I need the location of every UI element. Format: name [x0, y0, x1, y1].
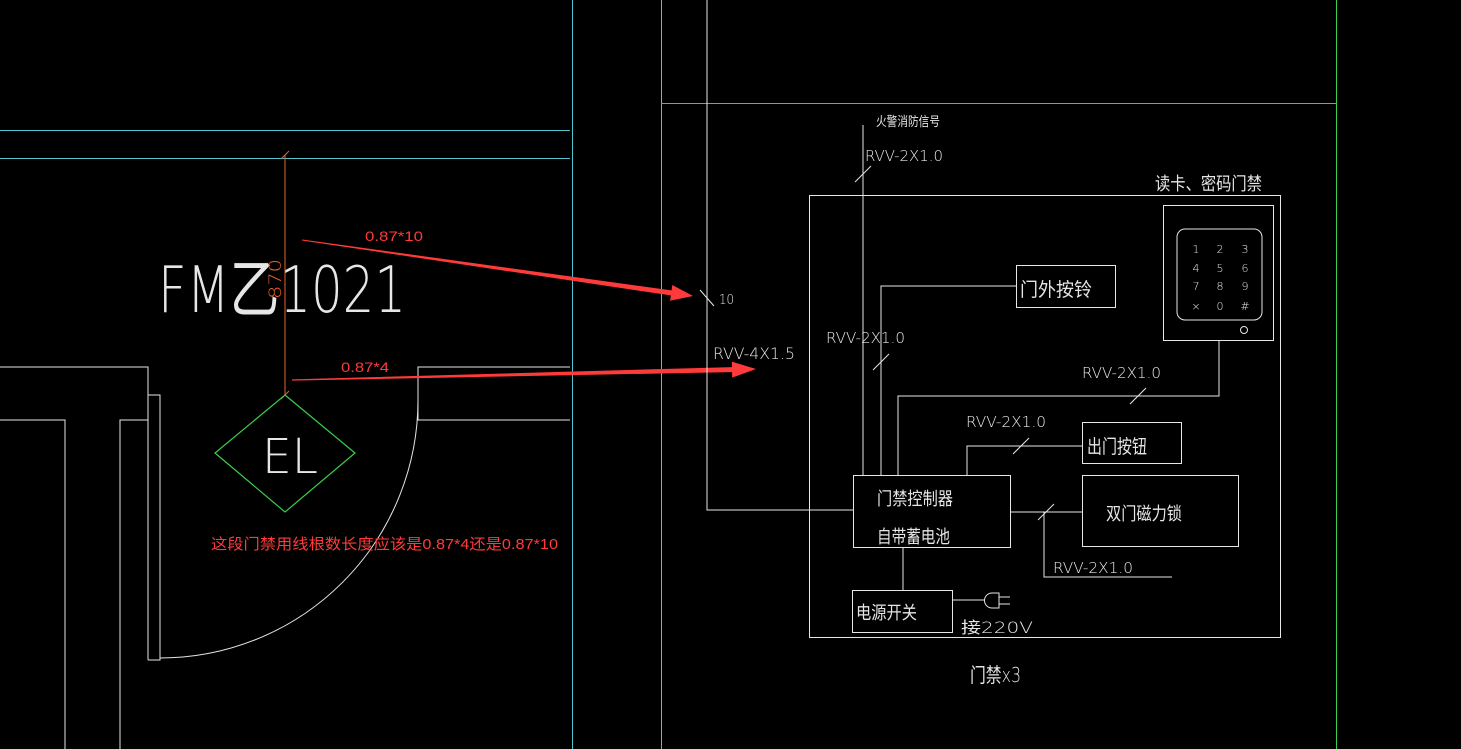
keypad-key: # [1240, 300, 1249, 313]
annotation-arrow-bottom [292, 361, 756, 381]
wall-line [417, 366, 570, 421]
annotations: 0.87*10 0.87*4 这段门禁用线根数长度应该是0.87*4还是0.87… [211, 228, 756, 553]
schematic-frame [809, 195, 1281, 638]
keypad-key: 5 [1217, 262, 1224, 275]
dimension-tick [280, 150, 290, 160]
keypad-key: 7 [1193, 280, 1200, 293]
fire-signal-label: 火警消防信号 [876, 114, 940, 130]
controller-battery-label: 自带蓄电池 [877, 527, 950, 548]
lock-cable-spec: RVV-2X1.0 [1053, 559, 1133, 577]
keypad-key: 6 [1242, 262, 1249, 275]
keypad-key: 1 [1193, 243, 1200, 256]
riser-cable-line [706, 0, 853, 511]
exit-button-cable-line [966, 445, 1082, 475]
doorbell-cable-spec: RVV-2X1.0 [826, 329, 905, 347]
wall-line [0, 366, 149, 660]
doorbell-box [1016, 265, 1116, 308]
power-switch-label: 电源开关 [856, 603, 917, 624]
door-swing-arc [159, 399, 419, 659]
wire-count-label: 10 [719, 293, 734, 308]
keypad-key: 2 [1217, 243, 1224, 256]
controller-label: 门禁控制器 [877, 489, 953, 510]
exit-button-cable-spec: RVV-2X1.0 [966, 413, 1046, 431]
cable-tick [872, 353, 890, 371]
wall-line [0, 419, 66, 749]
magnetic-lock-label: 双门磁力锁 [1106, 504, 1182, 525]
device-tag-diamond [214, 394, 356, 513]
device-tag-text: EL [262, 429, 318, 485]
reader-cable-line [897, 340, 1220, 475]
reader-led-icon [1240, 326, 1248, 334]
keypad-key: × [1191, 300, 1200, 313]
wire-count-tick [699, 289, 715, 307]
keypad: 1 2 3 4 5 6 7 8 9 × 0 # [1191, 243, 1249, 313]
exit-button-box [1082, 422, 1182, 464]
plug-body [984, 592, 1000, 609]
power-switch-box [852, 590, 953, 633]
annotation-arrow-top [301, 239, 693, 301]
access-control-schematic: 火警消防信号 RVV-2X1.0 读卡、密码门禁 1 2 3 4 5 6 7 8… [809, 114, 1281, 687]
riser-cable: 10 RVV-4X1.5 [699, 0, 853, 511]
power-supply-note: 接220V [961, 618, 1033, 637]
reader-cable-spec: RVV-2X1.0 [1082, 364, 1161, 382]
door-frame-line [148, 394, 161, 661]
cable-tick [854, 165, 872, 183]
keypad-key: 9 [1242, 280, 1249, 293]
keypad-key: 8 [1217, 280, 1224, 293]
dimension-text: 870 [266, 259, 286, 299]
annotation-label-bottom: 0.87*4 [341, 359, 389, 375]
power-plug-icon [984, 592, 1010, 609]
keypad-panel [1176, 228, 1263, 321]
cable-tick [1012, 437, 1030, 455]
fire-signal-cable-spec: RVV-2X1.0 [865, 147, 943, 165]
annotation-question: 这段门禁用线根数长度应该是0.87*4还是0.87*10 [211, 535, 558, 553]
doorbell-label: 门外按铃 [1020, 279, 1092, 301]
door-tag: FM乙1021 [158, 254, 406, 328]
wall-line [119, 419, 148, 749]
schematic-caption: 门禁x3 [970, 663, 1021, 687]
keypad-key: 4 [1193, 262, 1200, 275]
door-plan: FM乙1021 870 EL [0, 150, 570, 749]
cable-tick [1037, 503, 1055, 521]
card-reader-title: 读卡、密码门禁 [1155, 174, 1262, 195]
lock-cable-leader [1043, 512, 1172, 578]
keypad-key: 0 [1217, 300, 1224, 313]
annotation-label-top: 0.87*10 [365, 228, 423, 244]
riser-cable-spec: RVV-4X1.5 [713, 344, 795, 363]
magnetic-lock-box [1082, 475, 1239, 547]
doorbell-cable-line [880, 285, 1016, 475]
keypad-key: 3 [1242, 243, 1249, 256]
cable-tick [1129, 387, 1147, 405]
exit-button-label: 出门按钮 [1087, 436, 1147, 458]
